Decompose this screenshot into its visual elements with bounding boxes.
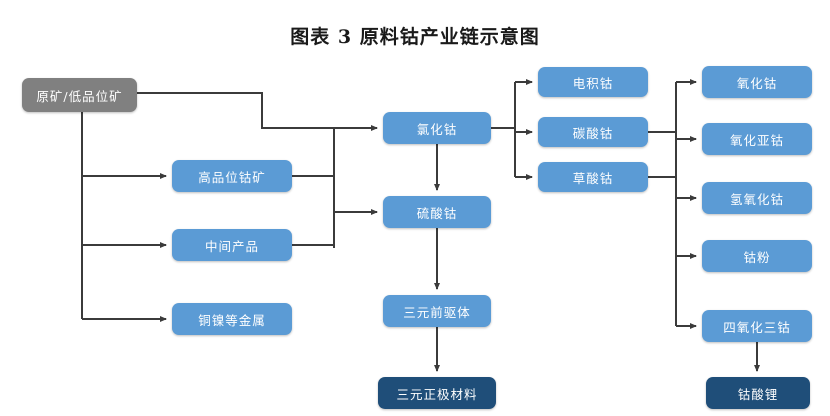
node-label: 电积钴 [572, 75, 614, 91]
node-label: 四氧化三钴 [723, 319, 791, 335]
node-label: 碳酸钴 [572, 125, 614, 141]
edge-rawore-to-cocl2 [137, 92, 334, 129]
node-label: 草酸钴 [572, 170, 614, 186]
node-high-grade-cobalt-ore[interactable]: 高品位钴矿 [172, 160, 292, 192]
node-label: 铜镍等金属 [198, 312, 266, 328]
node-electrolytic-cobalt[interactable]: 电积钴 [538, 67, 648, 97]
node-cobalt-oxalate[interactable]: 草酸钴 [538, 162, 648, 192]
node-label: 中间产品 [204, 238, 259, 254]
node-raw-ore[interactable]: 原矿/低品位矿 [22, 78, 137, 112]
node-label: 硫酸钴 [416, 205, 458, 221]
node-label: 高品位钴矿 [198, 169, 266, 185]
node-cobalt-hydroxide[interactable]: 氢氧化钴 [702, 182, 812, 214]
node-intermediate-product[interactable]: 中间产品 [172, 229, 292, 261]
node-label: 钴粉 [743, 249, 771, 265]
node-label: 三元正极材料 [396, 386, 478, 402]
node-label: 钴酸锂 [737, 386, 779, 402]
node-copper-nickel-metals[interactable]: 铜镍等金属 [172, 303, 292, 335]
node-label: 氯化钴 [416, 121, 458, 137]
page-title: 图表 3 原料钴产业链示意图 [290, 26, 540, 48]
node-label: 三元前驱体 [403, 304, 471, 320]
node-cobalt-carbonate[interactable]: 碳酸钴 [538, 117, 648, 147]
node-label: 氢氧化钴 [729, 191, 784, 207]
node-tricobalt-tetroxide[interactable]: 四氧化三钴 [702, 310, 812, 342]
node-lithium-cobalt-oxide[interactable]: 钴酸锂 [706, 377, 810, 409]
node-cobaltous-oxide[interactable]: 氧化亚钴 [702, 123, 812, 155]
node-ternary-precursor[interactable]: 三元前驱体 [383, 295, 491, 327]
node-cobalt-powder[interactable]: 钴粉 [702, 240, 812, 272]
edge-intermediate-to-bus [292, 244, 335, 248]
node-cobalt-sulfate[interactable]: 硫酸钴 [383, 196, 491, 228]
node-label: 氧化亚钴 [729, 132, 784, 148]
node-ternary-cathode-material[interactable]: 三元正极材料 [378, 377, 496, 409]
node-cobalt-oxide[interactable]: 氧化钴 [702, 66, 812, 98]
node-label: 原矿/低品位矿 [36, 88, 123, 104]
node-label: 氧化钴 [736, 75, 778, 91]
node-cobalt-chloride[interactable]: 氯化钴 [383, 112, 491, 144]
